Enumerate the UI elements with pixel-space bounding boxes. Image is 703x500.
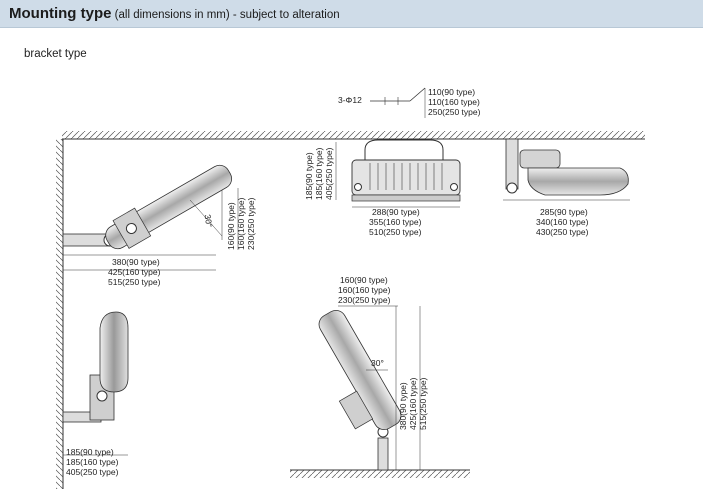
front-height-dim-250: 405(250 type) [324, 147, 334, 200]
front-height-dim-90: 185(90 type) [304, 152, 314, 200]
floor-top-dim-160: 160(160 type) [338, 285, 391, 295]
floor-top-dim-90: 160(90 type) [340, 275, 388, 285]
left-height-dim-250: 230(250 type) [246, 197, 256, 250]
floor-height-dim-250: 515(250 type) [418, 377, 428, 430]
side-width-dim-250: 430(250 type) [536, 227, 589, 237]
bracket-detail: 3-Φ12 110(90 type) 110(160 type) 250(250… [338, 87, 481, 118]
hole-label: 3-Φ12 [338, 95, 362, 105]
left-width-dim-160: 425(160 type) [108, 267, 161, 277]
side-width-dim-160: 340(160 type) [536, 217, 589, 227]
left-wall [56, 139, 64, 489]
left-width-dim-90: 380(90 type) [112, 257, 160, 267]
header-title: Mounting type [9, 5, 112, 22]
left-fixture: 30° 160(90 type) 160(160 type) 230(250 t… [62, 164, 256, 287]
wall-depth-dim-90: 185(90 type) [66, 447, 114, 457]
wall-depth-dim-250: 405(250 type) [66, 467, 119, 477]
wall-fixture: 185(90 type) 185(160 type) 405(250 type) [62, 311, 129, 477]
bracket-dim-90: 110(90 type) [428, 87, 475, 97]
ceiling [62, 131, 645, 140]
left-height-dim-160: 160(160 type) [236, 197, 246, 250]
floor [290, 469, 470, 478]
front-width-dim-90: 288(90 type) [372, 207, 420, 217]
bracket-dim-250: 250(250 type) [428, 107, 481, 117]
floor-top-dim-250: 230(250 type) [338, 295, 391, 305]
front-width-dim-160: 355(160 type) [369, 217, 422, 227]
front-view-fixture: 185(90 type) 185(160 type) 405(250 type)… [304, 139, 461, 237]
section-label: bracket type [24, 48, 87, 60]
front-width-dim-250: 510(250 type) [369, 227, 422, 237]
side-width-dim-90: 285(90 type) [540, 207, 588, 217]
wall-depth-dim-160: 185(160 type) [66, 457, 119, 467]
front-height-dim-160: 185(160 type) [314, 147, 324, 200]
left-height-dim-90: 160(90 type) [226, 202, 236, 250]
bracket-dim-160: 110(160 type) [428, 97, 480, 107]
header-subtitle: (all dimensions in mm) - subject to alte… [111, 9, 340, 21]
page-header: Mounting type (all dimensions in mm) - s… [0, 0, 703, 28]
side-view-fixture: 285(90 type) 340(160 type) 430(250 type) [503, 138, 630, 237]
floor-fixture: 160(90 type) 160(160 type) 230(250 type)… [318, 275, 428, 471]
left-width-dim-250: 515(250 type) [108, 277, 161, 287]
floor-height-dim-160: 425(160 type) [408, 377, 418, 430]
floor-height-dim-90: 380(90 type) [398, 382, 408, 430]
left-angle-label: 30° [203, 214, 215, 228]
floor-angle-label: 30° [371, 358, 384, 368]
